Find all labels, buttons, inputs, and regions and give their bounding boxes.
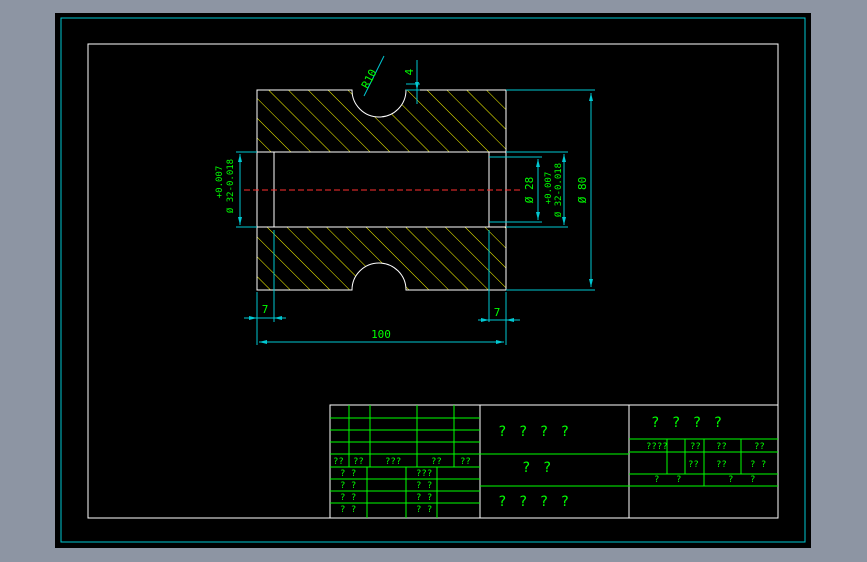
tb-mid-top: ? ? ? ? xyxy=(498,424,571,440)
tb-right-r4-c1: ? xyxy=(654,475,659,485)
tb-left-r3-c3: ??? xyxy=(385,457,401,467)
length-dim-label: 100 xyxy=(371,328,391,341)
tb-right-r3-c1: ?? xyxy=(688,460,699,470)
left-bore-tol-upper: +0.007 xyxy=(215,166,225,199)
lower-wall-hatch xyxy=(256,226,507,291)
tb-right-r2-c1: ???? xyxy=(646,442,668,452)
right-bore-tol-upper: +0.007 xyxy=(544,172,554,205)
tb-left-r3-c1: ?? xyxy=(333,457,344,467)
title-block: ?? ?? ??? ?? ?? ? ? ??? ? ? ? ? ? ? ? ? … xyxy=(329,404,779,519)
right-bore-tol-lower: Ø 32-0.018 xyxy=(553,163,564,217)
tb-mid-mid: ? ? xyxy=(522,460,553,476)
tb-right-r2-c2: ?? xyxy=(690,442,701,452)
sheet-outer-frame xyxy=(60,17,806,543)
tb-left-r7-c1: ? ? xyxy=(340,505,356,515)
tb-right-r2-c4: ?? xyxy=(754,442,765,452)
tb-left-r6-c1: ? ? xyxy=(340,493,356,503)
depth-dim-label: 4 xyxy=(403,68,416,75)
dimension-texts: R10 4 100 7 7 Ø 80 Ø 28 +0.007 Ø 32-0.01… xyxy=(215,67,589,341)
tb-left-r6-c2: ? ? xyxy=(416,493,432,503)
tb-left-r7-c2: ? ? xyxy=(416,505,432,515)
tb-left-r3-c2: ?? xyxy=(353,457,364,467)
tb-right-r4-c3: ? xyxy=(728,475,733,485)
right-width-dim-label: 7 xyxy=(494,306,501,319)
tb-right-r4-c2: ? xyxy=(676,475,681,485)
tb-left-r3-c5: ?? xyxy=(460,457,471,467)
upper-wall-hatch xyxy=(256,89,507,153)
tb-right-r3-c2: ?? xyxy=(716,460,727,470)
tb-right-r3-c3: ? ? xyxy=(750,460,766,470)
tb-left-r4-c1: ? ? xyxy=(340,469,356,479)
tb-left-r3-c4: ?? xyxy=(431,457,442,467)
left-bore-tol-lower: Ø 32-0.018 xyxy=(225,159,236,213)
tb-left-r5-c2: ? ? xyxy=(416,481,432,491)
left-width-dim-label: 7 xyxy=(262,303,269,316)
tb-left-r4-c2: ??? xyxy=(416,469,432,479)
tb-right-top: ? ? ? ? xyxy=(651,415,724,431)
outer-dia-dim-label: Ø 80 xyxy=(576,177,589,204)
part-section xyxy=(244,89,520,291)
tb-right-r4-c4: ? xyxy=(750,475,755,485)
tb-right-r2-c3: ?? xyxy=(716,442,727,452)
dimension-arrows xyxy=(238,82,593,344)
tb-left-r5-c1: ? ? xyxy=(340,481,356,491)
inner-dia-dim-label: Ø 28 xyxy=(523,177,536,204)
tb-mid-bot: ? ? ? ? xyxy=(498,494,571,510)
